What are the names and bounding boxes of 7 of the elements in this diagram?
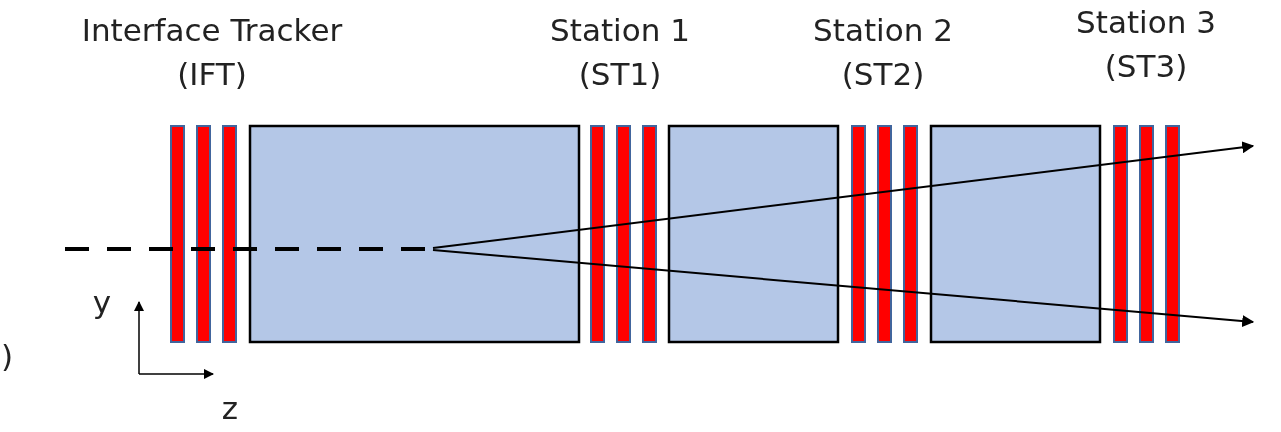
detector-title: Station 3 (ST3) — [1075, 3, 1217, 86]
axis-label: y — [91, 283, 113, 322]
detector-title: Station 2 (ST2) — [812, 11, 954, 94]
axis-label: z — [220, 389, 240, 428]
detector-title: Interface Tracker (IFT) — [80, 11, 344, 94]
bracket-text: ) — [0, 337, 14, 376]
detector-title: Station 1 (ST1) — [549, 11, 691, 94]
